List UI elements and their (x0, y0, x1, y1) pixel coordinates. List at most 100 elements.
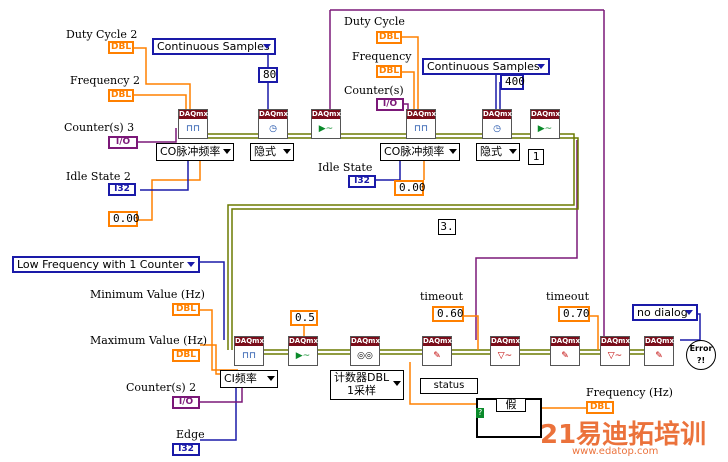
simple-error-handler[interactable]: Error ?! (686, 340, 716, 370)
counters-2-label: Counter(s) 2 (126, 381, 197, 394)
daqmx-header: DAQmx (235, 337, 264, 346)
chevron-down-icon (509, 149, 517, 154)
eraser-icon: ✎ (655, 351, 663, 361)
daqmx-wait-until-done-1[interactable]: DAQmx ▽~ (490, 336, 520, 366)
pulse-icon: ⊓⊓ (185, 124, 201, 134)
daqmx-header: DAQmx (289, 337, 318, 346)
frequency-hz-indicator[interactable]: DBL (586, 401, 614, 414)
idle-value-constant[interactable]: 0.00 (394, 180, 426, 196)
continuous-samples-2-text: Continuous Samples (427, 60, 540, 73)
daqmx-clear-task-1[interactable]: DAQmx ✎ (550, 336, 580, 366)
frequency-terminal[interactable]: DBL (376, 65, 402, 78)
daqmx-stop-task-ci[interactable]: DAQmx ✎ (422, 336, 452, 366)
chevron-down-icon (393, 381, 401, 386)
counter-dbl-ring[interactable]: 计数器DBL 1采样 (330, 370, 404, 400)
status-label: status (433, 380, 465, 391)
continuous-samples-1-enum[interactable]: Continuous Samples (152, 38, 276, 55)
no-dialog-enum[interactable]: no dialog (632, 304, 698, 321)
counter-dbl-sample-text: 1采样 (347, 384, 376, 397)
implicit-2-text: 隐式 (480, 145, 502, 158)
case-selector-terminal: ? (476, 408, 484, 418)
maximum-value-terminal[interactable]: DBL (172, 349, 200, 362)
daqmx-create-channel-ci[interactable]: DAQmx ⊓⊓ (234, 336, 264, 366)
co-pulse-freq-1-ring[interactable]: CO脉冲频率 (156, 143, 234, 161)
daqmx-header: DAQmx (483, 110, 512, 119)
daqmx-clear-task-2[interactable]: DAQmx ✎ (644, 336, 674, 366)
case-structure[interactable]: 假 ? (476, 398, 542, 438)
daqmx-create-channel-co-2[interactable]: DAQmx ⊓⊓ (406, 109, 436, 139)
idle-state-2-terminal[interactable]: I32 (108, 183, 136, 196)
counters-label: Counter(s) (344, 84, 404, 97)
error-question-icon: ?! (696, 356, 706, 365)
daqmx-start-task-1[interactable]: DAQmx ▶~ (311, 109, 341, 139)
orange-wires (132, 36, 599, 409)
daqmx-header: DAQmx (179, 110, 208, 119)
counters-2-terminal[interactable]: I/O (172, 396, 200, 409)
pulse-icon: ⊓⊓ (413, 124, 429, 134)
glasses-icon: ◎◎ (357, 351, 373, 361)
continuous-samples-2-enum[interactable]: Continuous Samples (422, 58, 550, 75)
frequency-2-label: Frequency 2 (70, 74, 140, 87)
daqmx-header: DAQmx (407, 110, 436, 119)
frequency-2-terminal[interactable]: DBL (108, 89, 134, 102)
timeout-1-label: timeout (420, 290, 464, 303)
ci-freq-ring[interactable]: CI频率 (220, 370, 278, 388)
minimum-value-terminal[interactable]: DBL (172, 303, 200, 316)
timeout-2-constant[interactable]: 0.70 (558, 306, 590, 322)
duty-cycle-2-terminal[interactable]: DBL (108, 41, 134, 54)
samples-80-constant[interactable]: 80 (258, 67, 278, 83)
daqmx-header: DAQmx (312, 110, 341, 119)
no-dialog-text: no dialog (637, 306, 688, 319)
error-label: Error (689, 344, 713, 353)
daqmx-header: DAQmx (601, 337, 630, 346)
case-selector-false[interactable]: 假 (496, 398, 526, 412)
frequency-label: Frequency (352, 50, 412, 63)
edge-terminal[interactable]: I32 (172, 443, 200, 456)
co-pulse-freq-2-ring[interactable]: CO脉冲频率 (380, 143, 460, 161)
chevron-down-icon (223, 149, 231, 154)
timeout-2-label: timeout (546, 290, 590, 303)
low-freq-method-enum[interactable]: Low Frequency with 1 Counter (12, 256, 200, 273)
implicit-2-ring[interactable]: 隐式 (476, 143, 520, 161)
idle-value-2-constant[interactable]: 0.00 (108, 211, 140, 227)
samples-400-constant[interactable]: 400 (500, 74, 525, 90)
daqmx-create-channel-co-1[interactable]: DAQmx ⊓⊓ (178, 109, 208, 139)
low-freq-method-text: Low Frequency with 1 Counter (17, 258, 184, 271)
chevron-down-icon (537, 64, 545, 69)
pulse-icon: ⊓⊓ (241, 351, 257, 361)
play-icon: ▶~ (318, 124, 334, 134)
chevron-down-icon (283, 149, 291, 154)
stop-triangle-icon: ▽~ (497, 351, 513, 361)
daqmx-start-task-2[interactable]: DAQmx ▶~ (530, 109, 560, 139)
watermark-brand: 21易迪拓培训 (540, 420, 707, 450)
daqmx-timing-2[interactable]: DAQmx ◷ (482, 109, 512, 139)
status-unbundle[interactable]: status (420, 378, 478, 394)
duty-cycle-2-label: Duty Cycle 2 (66, 28, 138, 41)
daqmx-timing-1[interactable]: DAQmx ◷ (258, 109, 288, 139)
rate-constant[interactable]: 0.5 (290, 310, 318, 326)
clock-icon: ◷ (493, 124, 501, 134)
chevron-down-icon (263, 44, 271, 49)
stop-triangle-icon: ▽~ (607, 351, 623, 361)
minimum-value-label: Minimum Value (Hz) (90, 288, 205, 301)
daqmx-read-ci[interactable]: DAQmx ◎◎ (350, 336, 380, 366)
pencil-icon: ✎ (433, 351, 441, 361)
watermark-url: www.edatop.com (572, 446, 659, 457)
idle-state-terminal[interactable]: I32 (348, 175, 376, 188)
counter-dbl-text: 计数器DBL (334, 371, 390, 384)
frequency-hz-label: Frequency (Hz) (586, 386, 673, 399)
implicit-1-ring[interactable]: 隐式 (250, 143, 294, 161)
sequence-frame-1-indicator: 1 (528, 149, 544, 165)
daqmx-start-task-ci[interactable]: DAQmx ▶~ (288, 336, 318, 366)
chevron-down-icon (685, 310, 693, 315)
eraser-icon: ✎ (561, 351, 569, 361)
counters-terminal[interactable]: I/O (376, 98, 404, 111)
daqmx-header: DAQmx (531, 110, 560, 119)
daqmx-wait-until-done-2[interactable]: DAQmx ▽~ (600, 336, 630, 366)
counters-3-terminal[interactable]: I/O (108, 136, 138, 149)
timeout-1-constant[interactable]: 0.60 (432, 306, 464, 322)
co-pulse-freq-2-text: CO脉冲频率 (384, 145, 445, 158)
play-icon: ▶~ (537, 124, 553, 134)
sequence-frame-3-indicator: 3. (438, 219, 456, 235)
duty-cycle-terminal[interactable]: DBL (376, 31, 402, 44)
